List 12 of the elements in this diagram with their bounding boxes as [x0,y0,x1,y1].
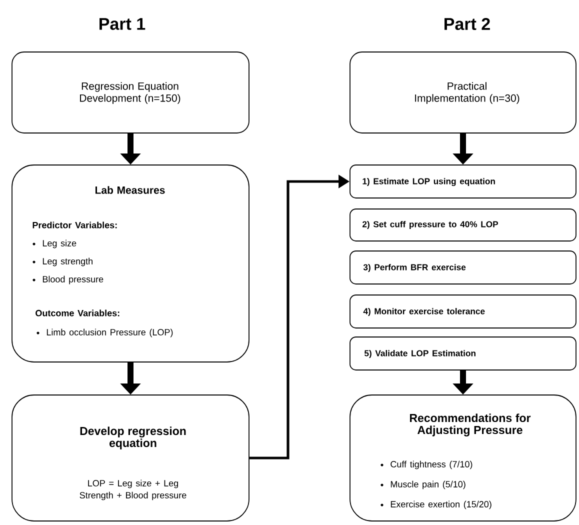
process-box: Recommendations for Adjusting Pressure Cuff tightness (7/10) Muscle pain (5/10) Exercise exertion (15/20) [350,394,576,522]
process-box: Lab Measures Predictor Variables: Leg size Leg strength Blood pressure Outcome Variables: Limb occlusion Pressure (LOP) [12,164,250,362]
process-box: Develop regression equation LOP = Leg size + Leg Strength + Blood pressure [12,394,250,522]
process-box: 3) Perform BFR exercise [350,250,576,284]
process-box: 5) Validate LOP Estimation [350,336,576,370]
process-box: Regression Equation Development (n=150) [12,52,250,134]
part-heading: Part 2 [444,18,490,30]
process-box: 4) Monitor exercise tolerance [350,294,576,328]
part-heading: Part 1 [100,18,146,30]
process-box: Practical Implementation (n=30) [350,52,576,134]
process-box: 1) Estimate LOP using equation [350,164,576,198]
process-box: 2) Set cuff pressure to 40% LOP [350,208,576,242]
